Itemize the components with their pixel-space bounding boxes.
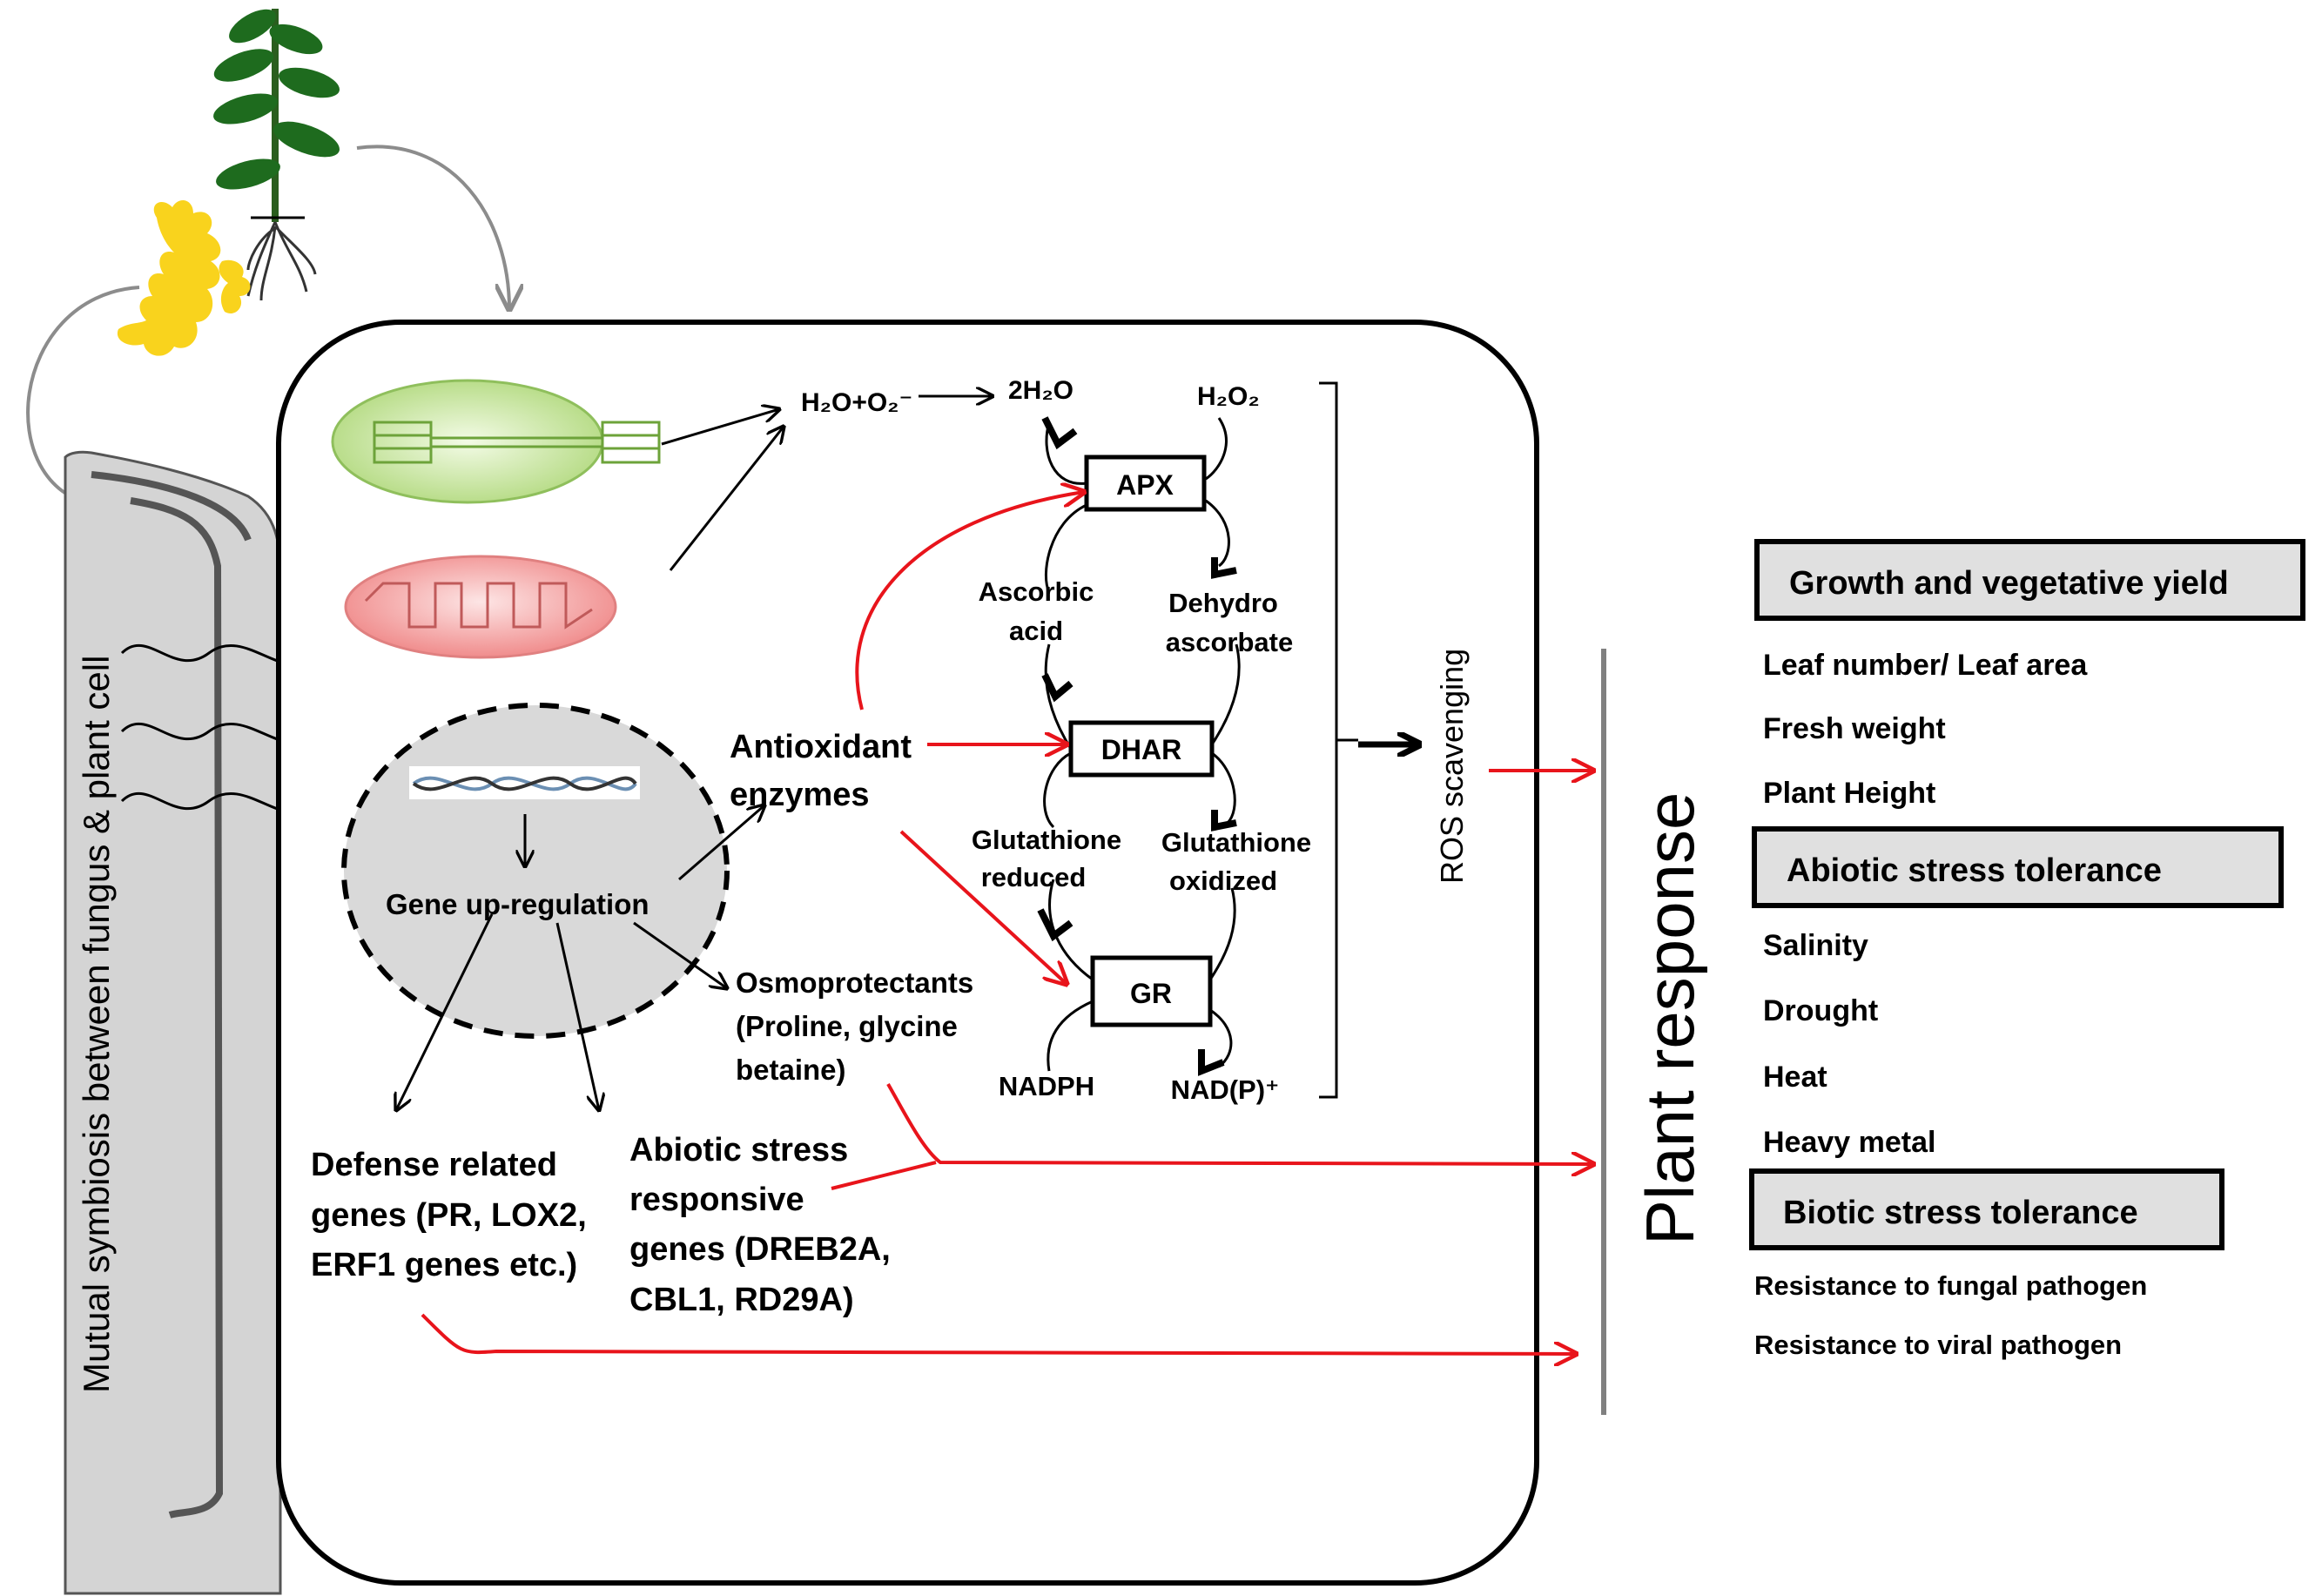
growth-item-1: Leaf number/ Leaf area: [1763, 649, 2088, 682]
plant-cell-outline: [276, 320, 1539, 1586]
defense-label-2: genes (PR, LOX2,: [311, 1197, 587, 1234]
biotic-box: [1749, 1168, 2224, 1250]
antioxidant-label-2: enzymes: [730, 777, 870, 813]
antioxidant-red-arrows: [855, 492, 1084, 984]
nucleus: [341, 703, 730, 1039]
response-red-arrows: [421, 771, 1593, 1354]
ros-bracket: [1319, 381, 1358, 1099]
gene-to-defense-arrow: [396, 913, 494, 1110]
gr-label: GR: [1130, 978, 1172, 1009]
growth-box: [1754, 539, 2305, 621]
mitochondrion-icon: [344, 555, 617, 659]
growth-title: Growth and vegetative yield: [1789, 565, 2229, 602]
abiotic-item-3: Heat: [1763, 1061, 1827, 1094]
abiotic-genes-label-2: responsive: [629, 1182, 804, 1218]
dehydro-label-2: ascorbate: [1166, 627, 1293, 657]
redox-cycle-arcs: [1043, 417, 1241, 1072]
abiotic-item-4: Heavy metal: [1763, 1126, 1935, 1159]
plant-seedling-icon: [213, 9, 340, 301]
gssg-label-1: Glutathione: [1161, 827, 1311, 858]
apx-label: APX: [1116, 469, 1174, 501]
fungus-icon: [117, 199, 251, 356]
chloroplast-ros-arrow: [661, 409, 779, 446]
osmo-label-2: (Proline, glycine: [736, 1010, 958, 1042]
abiotic-genes-label-3: genes (DREB2A,: [629, 1231, 891, 1268]
gsh-label-1: Glutathione: [972, 825, 1121, 855]
dna-icon: [409, 766, 640, 799]
cell-wall: [64, 450, 282, 1595]
ascorbic-label-2: acid: [1009, 616, 1063, 646]
plant-to-cell-arrow: [356, 145, 509, 309]
chloroplast-icon: [331, 379, 661, 504]
growth-item-2: Fresh weight: [1763, 712, 1946, 745]
plant-response-label: Plant response: [1632, 792, 1708, 1245]
h2o-o2-label: H₂O+O₂⁻: [801, 388, 912, 417]
antioxidant-label-1: Antioxidant: [730, 729, 912, 765]
abiotic-title: Abiotic stress tolerance: [1787, 852, 2162, 889]
biotic-item-1: Resistance to fungal pathogen: [1754, 1270, 2147, 1301]
abiotic-box: [1752, 826, 2284, 908]
gene-upregulation-label: Gene up-regulation: [386, 888, 649, 920]
h2o2-label: H₂O₂: [1197, 382, 1260, 411]
dhar-label: DHAR: [1101, 734, 1181, 765]
symbiosis-label: Mutual symbiosis between fungus & plant …: [76, 656, 117, 1393]
gsh-label-2: reduced: [981, 862, 1087, 892]
gene-to-abiotic-arrow: [555, 922, 599, 1110]
osmo-label-3: betaine): [736, 1054, 846, 1086]
defense-label-1: Defense related: [311, 1147, 557, 1183]
gssg-label-2: oxidized: [1169, 865, 1277, 896]
ros-scavenging-label: ROS scavenging: [1434, 649, 1470, 884]
mito-ros-arrow: [669, 427, 784, 571]
growth-item-3: Plant Height: [1763, 777, 1935, 810]
gene-to-antioxidant-arrow: [678, 805, 764, 881]
ascorbic-label-1: Ascorbic: [979, 576, 1094, 607]
defense-label-3: ERF1 genes etc.): [311, 1247, 577, 1283]
osmo-label-1: Osmoprotectants: [736, 966, 973, 999]
cycle-arrowheads: [1037, 416, 1237, 1076]
nadph-label: NADPH: [999, 1071, 1094, 1101]
two-h2o-label: 2H₂O: [1008, 376, 1074, 405]
biotic-title: Biotic stress tolerance: [1783, 1195, 2138, 1231]
abiotic-genes-label-1: Abiotic stress: [629, 1132, 848, 1168]
gene-to-osmo-arrow: [633, 921, 727, 988]
fungus-to-wall-arrow: [26, 286, 140, 505]
abiotic-item-1: Salinity: [1763, 929, 1868, 962]
gr-box: [1090, 955, 1213, 1027]
abiotic-genes-label-4: CBL1, RD29A): [629, 1282, 854, 1318]
nadp-label: NAD(P)⁺: [1171, 1074, 1280, 1105]
dehydro-label-1: Dehydro: [1168, 588, 1278, 618]
biotic-item-2: Resistance to viral pathogen: [1754, 1330, 2122, 1360]
abiotic-item-2: Drought: [1763, 994, 1878, 1027]
